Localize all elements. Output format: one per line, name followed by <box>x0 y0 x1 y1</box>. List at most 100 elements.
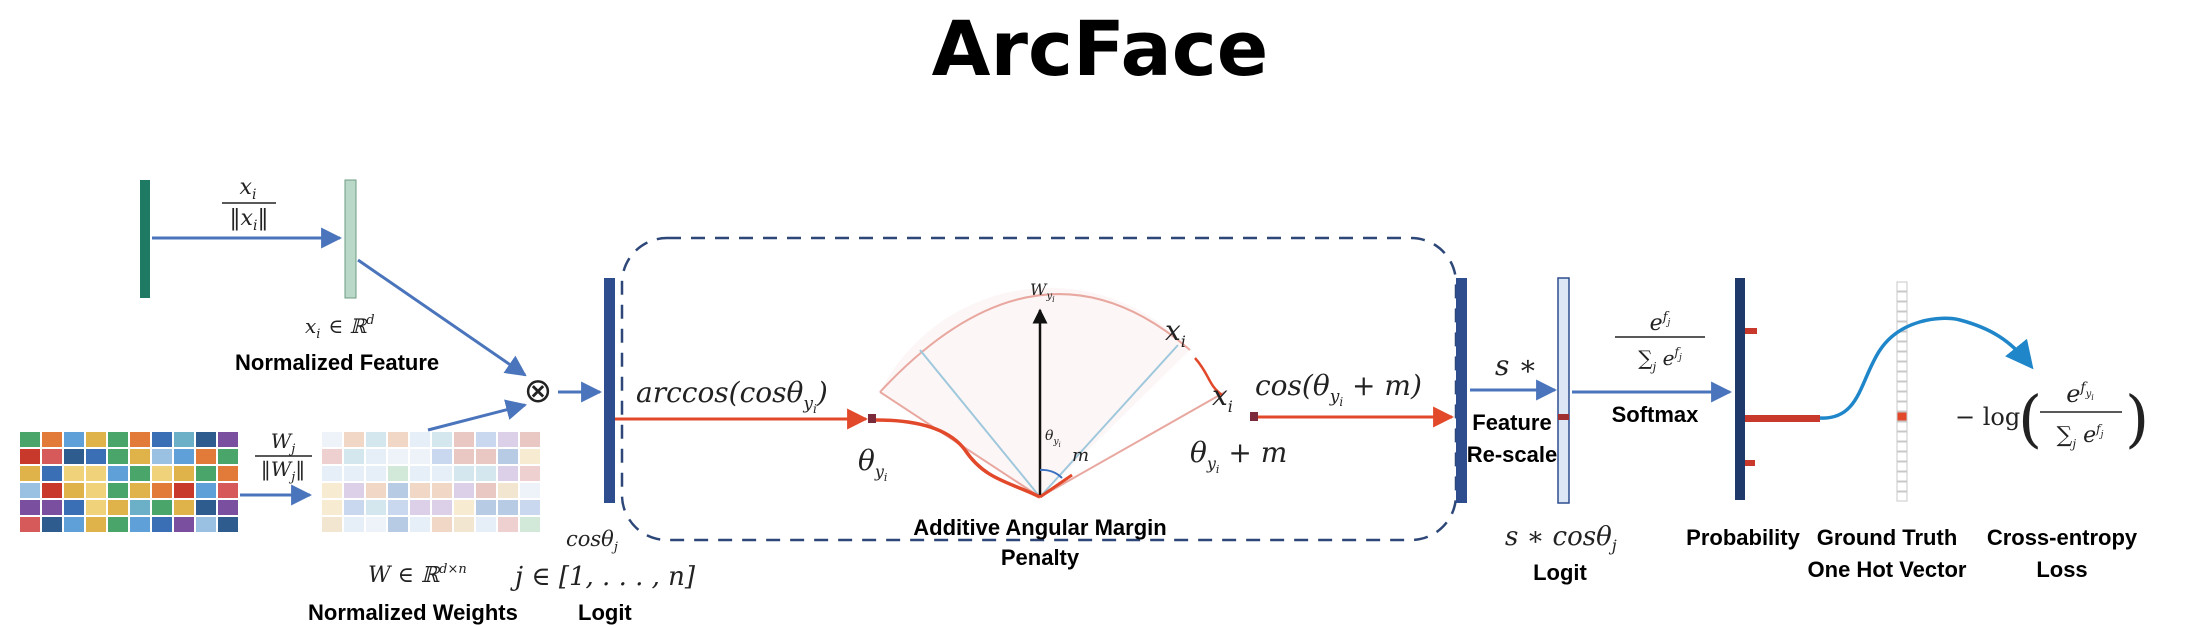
feature-to-product-arrow <box>357 258 527 377</box>
weight-tile <box>152 517 172 532</box>
feature-vector-bar <box>140 180 150 298</box>
weight-tile <box>410 517 430 532</box>
one-hot-cell <box>1896 451 1908 462</box>
weight-tile <box>476 466 496 481</box>
weight-tile <box>86 466 106 481</box>
softmax-denominator: ∑j efj <box>1638 345 1682 374</box>
weight-tile <box>498 432 518 447</box>
weight-tile <box>410 432 430 447</box>
weight-tile <box>174 432 194 447</box>
softmax-numerator: efj <box>1650 310 1671 336</box>
weight-tile <box>344 500 364 515</box>
weight-tile <box>432 432 452 447</box>
weight-tile <box>20 517 40 532</box>
scaled-logit-marker <box>1558 414 1569 420</box>
weight-tile <box>366 466 386 481</box>
one-hot-vector <box>1896 281 1908 502</box>
weight-tile <box>366 517 386 532</box>
one-hot-cell <box>1896 371 1908 382</box>
probability-label: Probability <box>1686 525 1800 550</box>
weight-tile <box>454 449 474 464</box>
weight-tile <box>86 483 106 498</box>
theta-curve <box>875 418 1041 499</box>
weight-tile <box>130 517 150 532</box>
logit-bar-1 <box>604 278 615 503</box>
weight-tile <box>86 517 106 532</box>
theta-plus-m-label: θyi + m <box>1190 436 1287 476</box>
s-star-label: s ∗ <box>1495 349 1537 382</box>
weight-tile <box>344 432 364 447</box>
weight-tile <box>388 500 408 515</box>
logit-label-2: Logit <box>1533 560 1587 585</box>
weight-tile <box>498 466 518 481</box>
normalize-w-numerator: Wj <box>271 429 296 457</box>
weight-tile <box>432 466 452 481</box>
weight-tile <box>130 466 150 481</box>
weight-tile <box>20 466 40 481</box>
angular-sector <box>875 287 1226 499</box>
additive-margin-label-1: Additive Angular Margin <box>913 515 1166 540</box>
weight-tile <box>218 517 238 532</box>
weight-tile <box>20 449 40 464</box>
weight-tile <box>520 500 540 515</box>
weight-tile <box>152 449 172 464</box>
weight-tile <box>64 466 84 481</box>
sector-ray-right <box>1039 344 1179 498</box>
one-hot-cell <box>1896 301 1908 312</box>
one-hot-cell <box>1896 471 1908 482</box>
feature-rescale-label-2: Re-scale <box>1467 442 1558 467</box>
weight-tile <box>174 483 194 498</box>
weight-tile <box>322 449 342 464</box>
weight-tile <box>108 466 128 481</box>
softmax-label: Softmax <box>1612 402 1700 427</box>
weight-tile <box>152 432 172 447</box>
one-hot-cell <box>1896 341 1908 352</box>
weight-tile <box>520 466 540 481</box>
weight-tile <box>476 449 496 464</box>
prob-tick-1 <box>1745 328 1757 334</box>
cos-theta-j-label: cosθj <box>566 527 618 555</box>
arccos-label: arccos(cosθyi) <box>636 376 828 416</box>
normalize-w-denominator: ‖Wj‖ <box>261 457 306 485</box>
weight-tile <box>42 466 62 481</box>
loss-left-paren: ( <box>2018 382 2042 455</box>
normalized-feature-bar <box>344 179 357 299</box>
weight-tile <box>64 483 84 498</box>
weight-tile <box>388 483 408 498</box>
one-hot-cell <box>1896 311 1908 322</box>
prob-tick-2 <box>1745 460 1755 466</box>
ground-truth-curve-arrow <box>1819 316 2034 420</box>
weight-tile <box>520 483 540 498</box>
weight-tile <box>218 432 238 447</box>
cross-entropy-label-2: Loss <box>2036 557 2087 582</box>
weight-tile <box>476 483 496 498</box>
theta-yi-label: θyi <box>858 444 887 484</box>
weight-tile <box>108 432 128 447</box>
one-hot-cell <box>1896 401 1908 412</box>
weight-tile <box>20 483 40 498</box>
weight-tile <box>322 517 342 532</box>
theta-small-label: θyi <box>1045 428 1061 449</box>
feature-space-label: xi∈ ℝd <box>305 313 375 342</box>
weight-tile <box>108 483 128 498</box>
one-hot-cell <box>1896 461 1908 472</box>
weight-tile <box>322 466 342 481</box>
weight-tile <box>498 449 518 464</box>
weight-tile <box>388 432 408 447</box>
ground-truth-label-1: Ground Truth <box>1817 525 1958 550</box>
logit-label-1: Logit <box>578 600 632 625</box>
x-i-bottom-label: xi <box>1212 379 1233 416</box>
weight-tile <box>108 449 128 464</box>
weight-tile <box>476 517 496 532</box>
loss-numerator: efyi <box>2066 380 2094 408</box>
weight-tile <box>432 483 452 498</box>
weight-tile <box>196 432 216 447</box>
weight-tile <box>174 517 194 532</box>
weight-tile <box>322 500 342 515</box>
weight-tile <box>432 500 452 515</box>
loss-denominator: ∑j efj <box>2057 422 2104 451</box>
weight-tile <box>130 432 150 447</box>
weight-tile <box>520 517 540 532</box>
weight-tile <box>498 500 518 515</box>
